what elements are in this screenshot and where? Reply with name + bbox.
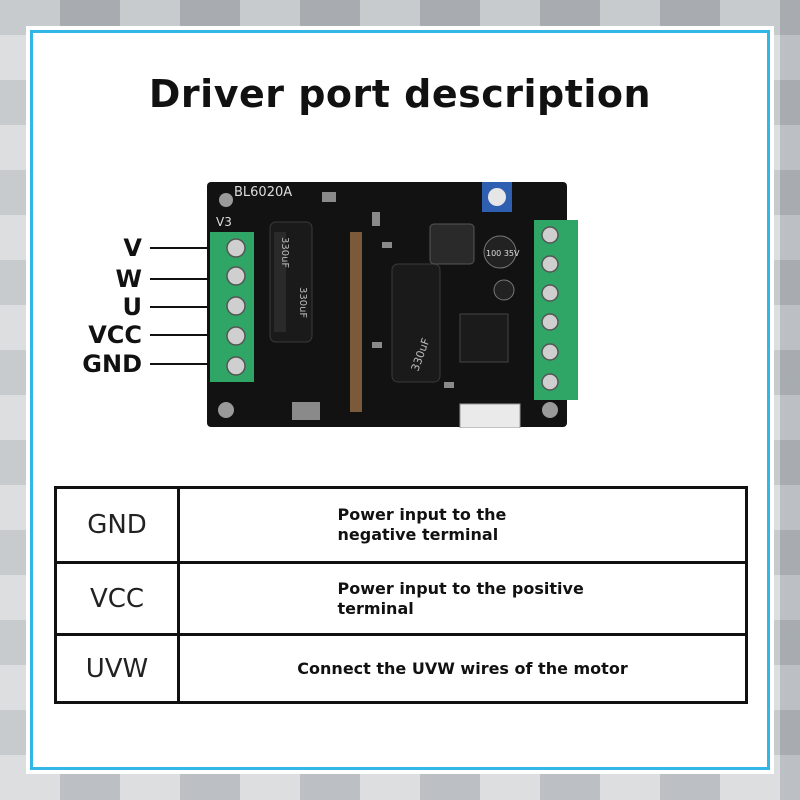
cap-small-label: 100 35V xyxy=(486,249,520,258)
port-description: Connect the UVW wires of the motor xyxy=(180,636,745,701)
port-name: GND xyxy=(57,489,180,561)
pin-leader-line xyxy=(150,278,208,280)
capacitor-2 xyxy=(391,263,441,383)
port-name: VCC xyxy=(57,564,180,633)
port-description-text: Power input to the positive terminal xyxy=(337,578,584,618)
pin-row-w: W xyxy=(78,265,218,293)
driver-board-image: 330uF 330uF 330uF 100 35V BL6020A V3 xyxy=(207,182,578,428)
pin-label-vcc: VCC xyxy=(88,321,142,349)
pin-label-u: U xyxy=(122,293,143,321)
pin-leader-line xyxy=(150,247,208,249)
pin-leader-line xyxy=(150,334,208,336)
table-row: VCC Power input to the positive terminal xyxy=(57,564,745,633)
cap-1-label: 330uF xyxy=(279,237,290,268)
row-divider xyxy=(57,633,745,636)
pin-leader-line xyxy=(150,363,208,365)
pin-row-gnd: GND xyxy=(78,350,218,378)
row-divider xyxy=(57,561,745,564)
port-description: Power input to the positive terminal xyxy=(180,564,745,633)
white-connector xyxy=(459,403,521,428)
board-version-label: V3 xyxy=(216,215,232,229)
port-description: Power input to the negative terminal xyxy=(180,489,745,561)
cap-2-label: 330uF xyxy=(297,287,308,318)
table-row: UVW Connect the UVW wires of the motor xyxy=(57,636,745,701)
pin-row-vcc: VCC xyxy=(78,321,218,349)
port-description-table: GND Power input to the negative terminal… xyxy=(54,486,748,704)
pin-row-v: V xyxy=(78,234,218,262)
pin-label-gnd: GND xyxy=(82,350,142,378)
port-description-text: Connect the UVW wires of the motor xyxy=(297,658,628,678)
port-description-text: Power input to the negative terminal xyxy=(337,505,507,544)
pin-label-v: V xyxy=(123,234,142,262)
port-name: UVW xyxy=(57,636,180,701)
inductor xyxy=(429,223,475,265)
pin-leader-line xyxy=(150,306,208,308)
board-model-label: BL6020A xyxy=(234,185,292,200)
frame-border xyxy=(30,30,770,770)
pin-label-w: W xyxy=(115,265,142,293)
pin-row-u: U xyxy=(78,293,218,321)
ic-chip xyxy=(459,313,509,363)
table-row: GND Power input to the negative terminal xyxy=(57,489,745,561)
page-title: Driver port description xyxy=(148,72,652,116)
right-terminal-block xyxy=(534,220,578,400)
